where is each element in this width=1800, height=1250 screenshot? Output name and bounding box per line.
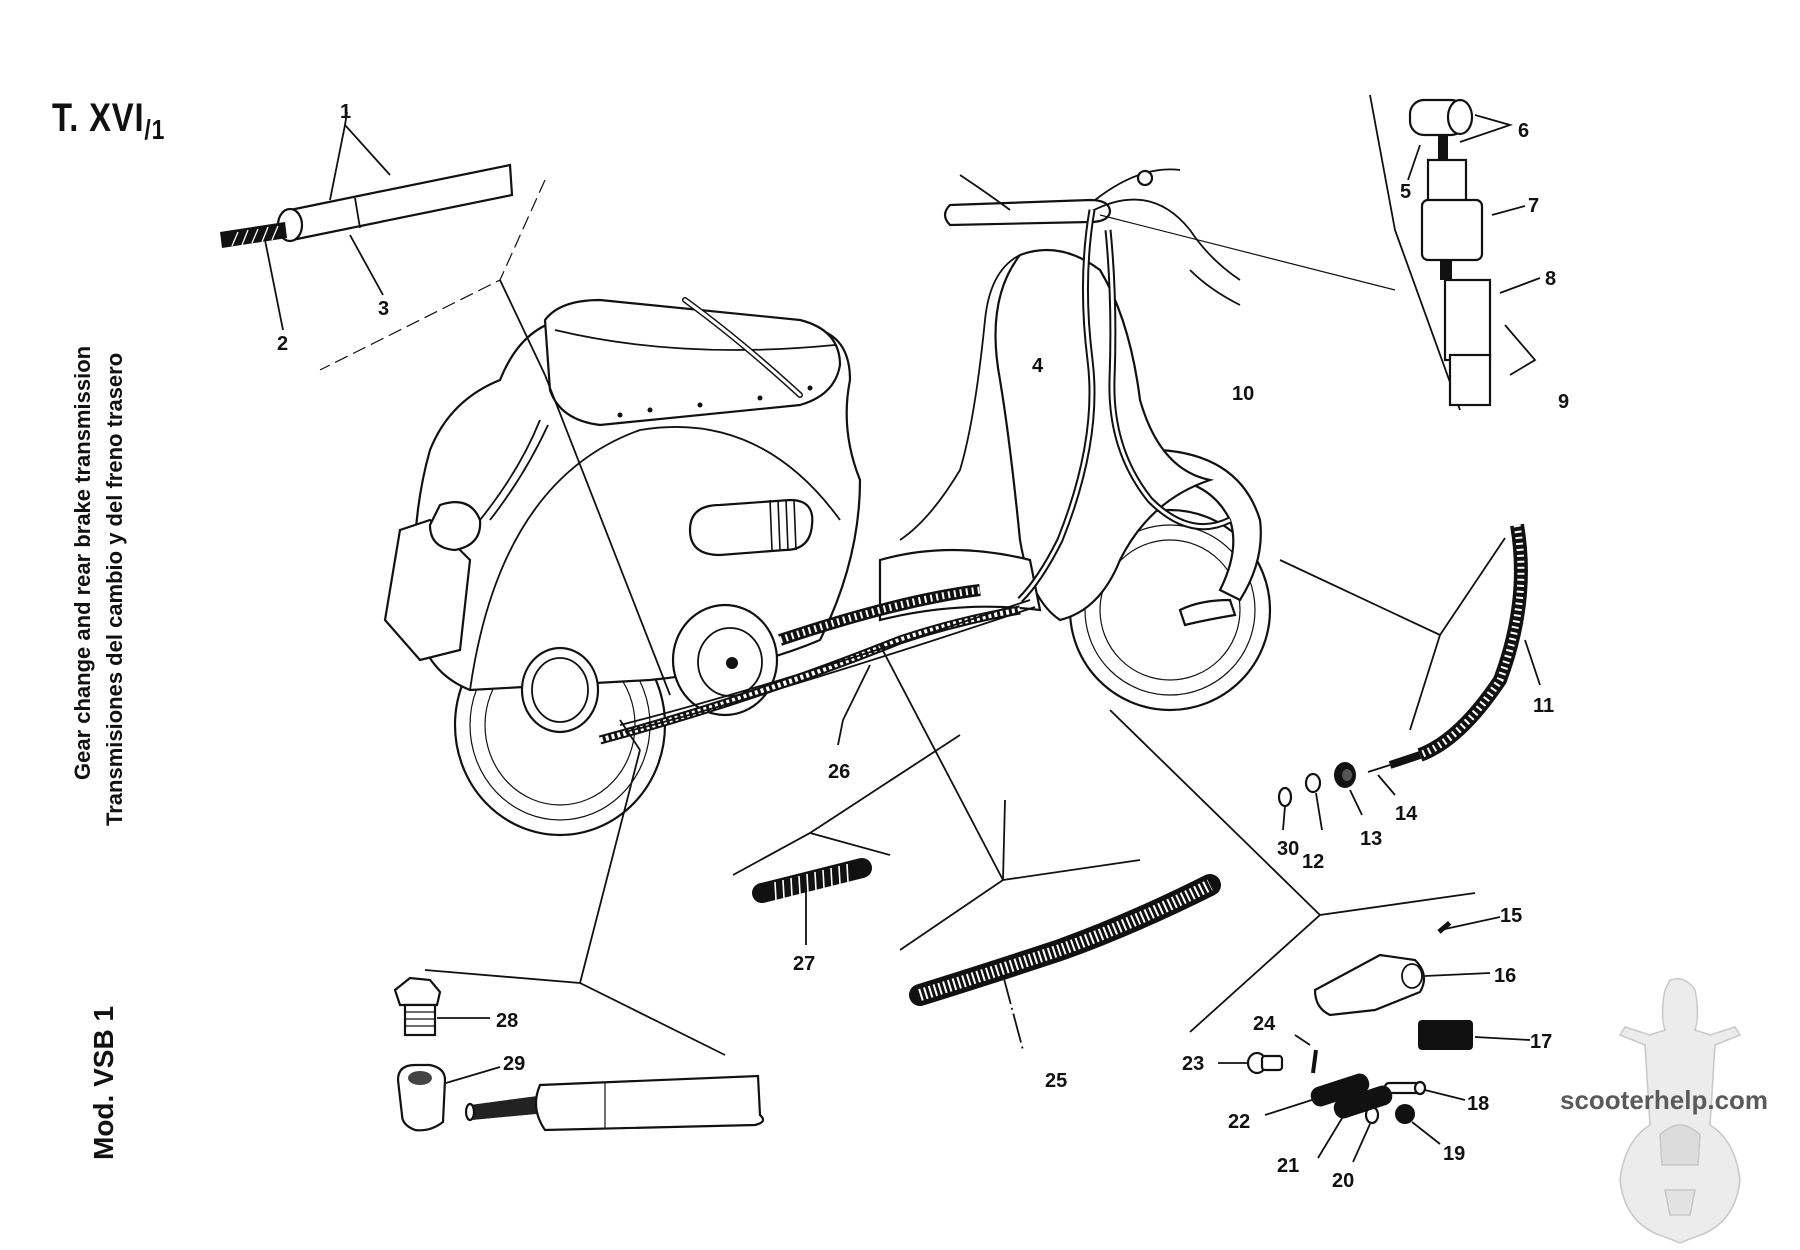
plate-title: T. XVI/1: [52, 96, 165, 145]
plate-subnumber: /1: [144, 114, 166, 145]
cable-detail-top-left: [220, 111, 671, 696]
plate-number: T. XVI: [52, 96, 145, 140]
part-label-2: 2: [277, 333, 288, 355]
part-label-17: 17: [1530, 1031, 1552, 1053]
flywheel-fan: [671, 603, 779, 717]
part-label-24: 24: [1253, 1013, 1276, 1035]
handlebar: [943, 168, 1241, 306]
seat: [543, 298, 842, 427]
leg-shield: [994, 248, 1215, 622]
part-label-12: 12: [1302, 851, 1324, 873]
brake-cable-detail: [1277, 523, 1541, 831]
part-label-8: 8: [1545, 268, 1556, 290]
part-label-4: 4: [1032, 355, 1044, 377]
clamp-detail: [393, 719, 765, 1132]
part-label-3: 3: [378, 298, 389, 320]
part-label-1: 1: [340, 101, 351, 123]
pedal-detail: [1109, 709, 1531, 1163]
tail-light: [428, 501, 482, 552]
part-label-25: 25: [1045, 1070, 1067, 1092]
part-label-10: 10: [1232, 383, 1254, 405]
part-label-20: 20: [1332, 1170, 1354, 1192]
part-label-26: 26: [828, 761, 850, 783]
part-label-27: 27: [793, 953, 815, 975]
part-label-11: 11: [1533, 695, 1554, 717]
part-label-16: 16: [1494, 965, 1516, 987]
part-label-14: 14: [1395, 803, 1418, 825]
part-label-28: 28: [496, 1010, 518, 1032]
license-plate: [383, 518, 472, 662]
carburettor: [688, 498, 814, 557]
part-label-9: 9: [1558, 391, 1569, 413]
part-label-22: 22: [1228, 1111, 1250, 1133]
part-number-labels: 1 2 3 4 5 6 7 8 9 10 11 12 13 14 15 16 1…: [277, 101, 1569, 1192]
part-label-7: 7: [1528, 195, 1539, 217]
watermark-text: scooterhelp.com: [1560, 1085, 1769, 1115]
part-label-29: 29: [503, 1053, 525, 1075]
scooter-illustration: [383, 168, 1272, 837]
part-label-13: 13: [1360, 828, 1382, 850]
part-label-30: 30: [1277, 838, 1299, 860]
part-label-19: 19: [1443, 1143, 1465, 1165]
part-label-18: 18: [1467, 1093, 1489, 1115]
part-label-21: 21: [1277, 1155, 1299, 1177]
part-label-5: 5: [1400, 181, 1411, 203]
part-label-6: 6: [1518, 120, 1529, 142]
adjuster-detail-top-right: [1099, 94, 1541, 411]
part-label-15: 15: [1500, 905, 1522, 927]
sleeves-detail: [732, 644, 1221, 1051]
part-label-23: 23: [1182, 1053, 1204, 1075]
rear-brake-drum: [520, 646, 600, 734]
scooter-topview-icon: [1618, 978, 1742, 1244]
